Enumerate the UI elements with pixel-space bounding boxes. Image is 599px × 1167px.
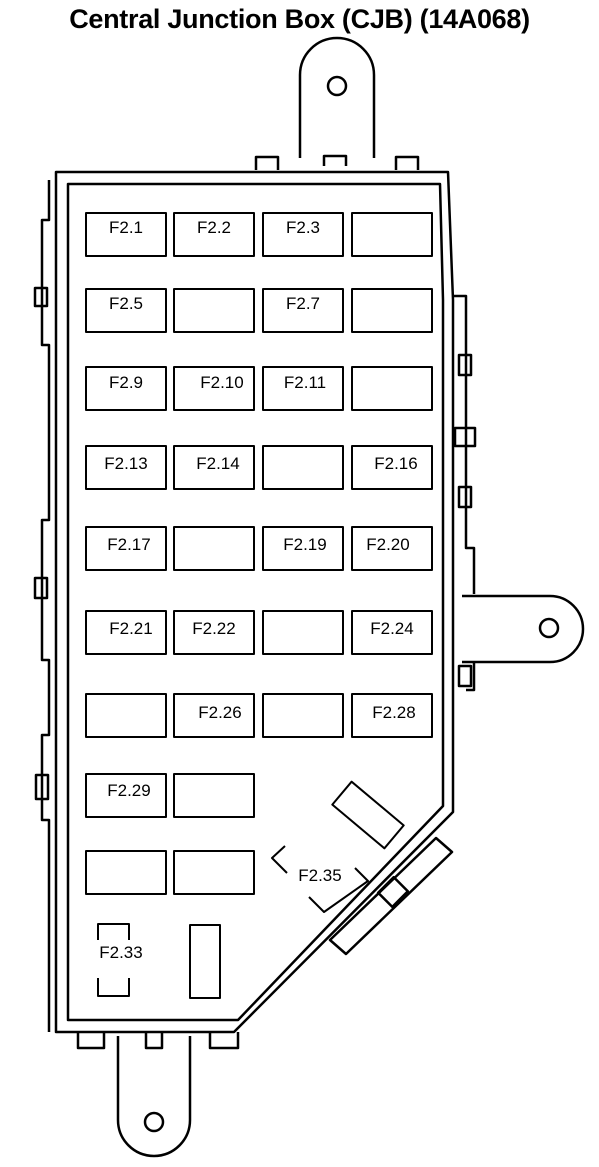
fuse-slot: [262, 366, 344, 411]
housing-inner-outline: [66, 182, 445, 1022]
fuse-slot: [85, 366, 167, 411]
fuse-slot-f2-35: [271, 845, 369, 913]
fuse-slot: [351, 288, 433, 333]
fuse-slot: [351, 693, 433, 738]
right-mounting-tab: [462, 594, 585, 664]
right-housing-edge: [453, 294, 477, 692]
left-housing-edge: [33, 180, 51, 1032]
fuse-label: F2.29: [107, 781, 150, 800]
fuse-slot: [262, 610, 344, 655]
fuse-label: F2.22: [192, 619, 235, 638]
fuse-slot: [85, 445, 167, 490]
fuse-label: F2.11: [284, 373, 326, 392]
fuse-label: F2.9: [109, 373, 143, 392]
fuse-label: F2.17: [107, 535, 150, 554]
fuse-slot: [173, 526, 255, 571]
housing-outline: [54, 170, 455, 1034]
fuse-slot: [262, 693, 344, 738]
fuse-slot: [173, 850, 255, 895]
fuse-slot: [351, 212, 433, 257]
fuse-slot: [262, 526, 344, 571]
fuse-slot: [351, 445, 433, 490]
fuse-label: F2.3: [286, 218, 320, 237]
top-mounting-tab: [254, 36, 420, 170]
fuse-label: F2.2: [197, 218, 231, 237]
bottom-clips: [76, 1032, 240, 1050]
diagram-title: Central Junction Box (CJB) (14A068): [69, 4, 530, 34]
fuse-label: F2.1: [109, 218, 143, 237]
fuse-slot: [85, 288, 167, 333]
diagonal-connector: [328, 836, 454, 956]
fuse-slot: [173, 693, 255, 738]
fuse-slot: [262, 212, 344, 257]
fuse-slot: [173, 773, 255, 818]
fuse-slot: [173, 610, 255, 655]
fuse-slot: [85, 526, 167, 571]
fuse-slot: [85, 773, 167, 818]
fuse-label-f2-35: F2.35: [298, 866, 341, 885]
fuse-slot: [85, 850, 167, 895]
fuse-slot: [173, 445, 255, 490]
fuse-label: F2.20: [366, 535, 409, 554]
fuse-slot: [351, 526, 433, 571]
angled-relay: [331, 780, 405, 850]
fuse-label: F2.10: [200, 373, 243, 392]
fuse-label: F2.13: [104, 454, 147, 473]
fuse-slot: [262, 288, 344, 333]
fuse-label: F2.26: [198, 703, 241, 722]
fuse-slot: [85, 693, 167, 738]
fuse-label: F2.16: [374, 454, 417, 473]
fuse-slot: [173, 366, 255, 411]
fuse-slot: [85, 610, 167, 655]
bottom-mounting-tab: [116, 1036, 192, 1158]
fuse-label: F2.19: [283, 535, 326, 554]
fuse-slot: [262, 445, 344, 490]
fuse-slot-f2-33: [97, 923, 130, 997]
fuse-label: F2.14: [196, 454, 239, 473]
fuse-label: F2.21: [109, 619, 152, 638]
fuse-label: F2.5: [109, 294, 143, 313]
fuse-slot: [173, 288, 255, 333]
fuse-slot: [351, 610, 433, 655]
fuse-slot: [351, 366, 433, 411]
fuse-label: F2.24: [370, 619, 413, 638]
fuse-slot: [189, 924, 221, 999]
fuse-label: F2.7: [286, 294, 320, 313]
fuse-label-f2-33: F2.33: [99, 943, 142, 962]
fuse-label: F2.28: [372, 703, 415, 722]
fuse-grid: [85, 212, 433, 999]
fuse-slot: [173, 212, 255, 257]
fuse-slot: [85, 212, 167, 257]
